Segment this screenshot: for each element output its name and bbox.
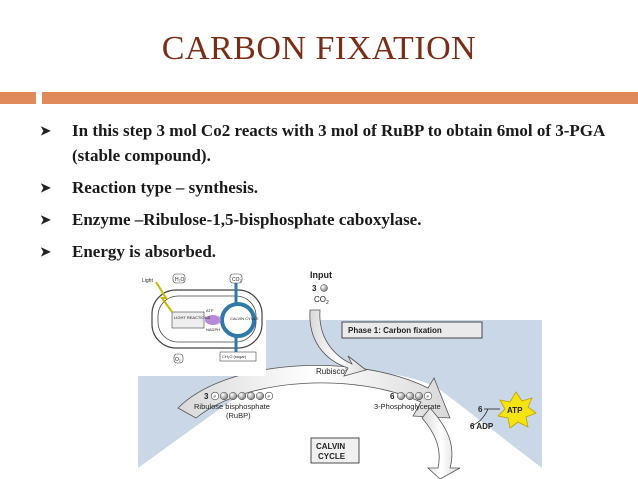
rubp-label-line2: (RuBP): [226, 411, 251, 420]
calvin-cycle-line1: CALVIN: [316, 442, 345, 451]
inset-calvin-label: CALVIN CYCLE: [230, 316, 259, 321]
adp-label: 6 ADP: [470, 422, 494, 431]
bullet-text: Energy is absorbed.: [72, 242, 217, 261]
atp-label: ATP: [507, 406, 523, 415]
rubisco-sup: 2: [345, 367, 348, 372]
light-reactions-inset: Light H₂O CO₂ LIGHT REACTIONS CALVIN CYC…: [138, 268, 266, 376]
carbon-icon: [228, 391, 238, 401]
slide-title: CARBON FIXATION: [161, 30, 477, 67]
calvin-cycle-box: [310, 437, 360, 464]
calvin-cycle-diagram: Light H₂O CO₂ LIGHT REACTIONS CALVIN CYC…: [138, 268, 542, 479]
rubisco-text: Rubisco: [316, 367, 345, 376]
arrowhead-bullet-icon: ➤: [40, 212, 51, 227]
adp-arrow: [469, 408, 489, 427]
co2-text: CO: [314, 295, 326, 304]
arrowhead-bullet-icon: ➤: [40, 123, 51, 138]
carbon-icon: [219, 391, 229, 401]
rubisco-label: Rubisco2: [316, 367, 348, 376]
bullet-list: ➤ In this step 3 mol Co2 reacts with 3 mo…: [40, 118, 630, 271]
inset-h2o-label: H₂O: [175, 277, 185, 283]
inset-sugar-label: CH₂O (sugar): [222, 354, 247, 359]
inset-o2-label: O₂: [175, 357, 181, 363]
accent-bar-left: [0, 92, 36, 104]
phosphate-icon: [264, 391, 274, 401]
carbon-icon: [255, 391, 265, 401]
bullet-text: Reaction type – synthesis.: [72, 178, 259, 197]
bullet-item: ➤ In this step 3 mol Co2 reacts with 3 mo…: [40, 118, 630, 168]
bullet-item: ➤ Reaction type – synthesis.: [40, 175, 630, 200]
atp-star-icon: [497, 391, 537, 429]
input-label: Input: [310, 270, 332, 280]
inset-light-reactions-label: LIGHT REACTIONS: [174, 315, 210, 320]
co2-label: CO2: [314, 295, 329, 306]
bullet-item: ➤ Energy is absorbed.: [40, 239, 630, 264]
inset-nadph-label: NADPH: [206, 327, 220, 332]
carbon-icon: [405, 391, 415, 401]
phosphate-icon: [210, 391, 220, 401]
inset-atp-label: ATP: [206, 308, 214, 313]
inset-co2-label: CO₂: [232, 277, 242, 283]
phosphate-label: P: [268, 394, 271, 399]
inset-light-label: Light: [142, 278, 153, 284]
phosphate-icon: [423, 391, 433, 401]
cycle-arrow-down: [421, 407, 461, 479]
accent-bar-right: [42, 92, 638, 104]
bullet-text: Enzyme –Ribulose-1,5-bisphosphate caboxy…: [72, 210, 422, 229]
pga-label: 3-Phosphoglycerate: [374, 402, 441, 411]
carbon-icon: [246, 391, 256, 401]
phase-label: Phase 1: Carbon fixation: [348, 326, 442, 335]
rubp-label-line1: Ribulose bisphosphate: [194, 402, 270, 411]
phase-label-box: [341, 321, 483, 339]
input-arrow: [309, 309, 367, 377]
phosphate-label: P: [427, 394, 430, 399]
co2-subscript: 2: [326, 300, 329, 306]
rubp-count: 3: [204, 392, 209, 401]
arrowhead-bullet-icon: ➤: [40, 244, 51, 259]
bullet-text: In this step 3 mol Co2 reacts with 3 mol…: [72, 121, 605, 165]
bullet-item: ➤ Enzyme –Ribulose-1,5-bisphosphate cabox…: [40, 207, 630, 232]
pga-count: 6: [390, 392, 395, 401]
atp-count: 6: [478, 405, 483, 414]
carbon-icon: [396, 391, 406, 401]
phosphate-label: P: [214, 394, 217, 399]
arrowhead-bullet-icon: ➤: [40, 180, 51, 195]
carbon-icon: [237, 391, 247, 401]
carbon-icon: [414, 391, 424, 401]
co2-molecule-icon: [320, 284, 328, 292]
input-count: 3: [312, 284, 317, 293]
calvin-cycle-line2: CYCLE: [318, 452, 346, 461]
